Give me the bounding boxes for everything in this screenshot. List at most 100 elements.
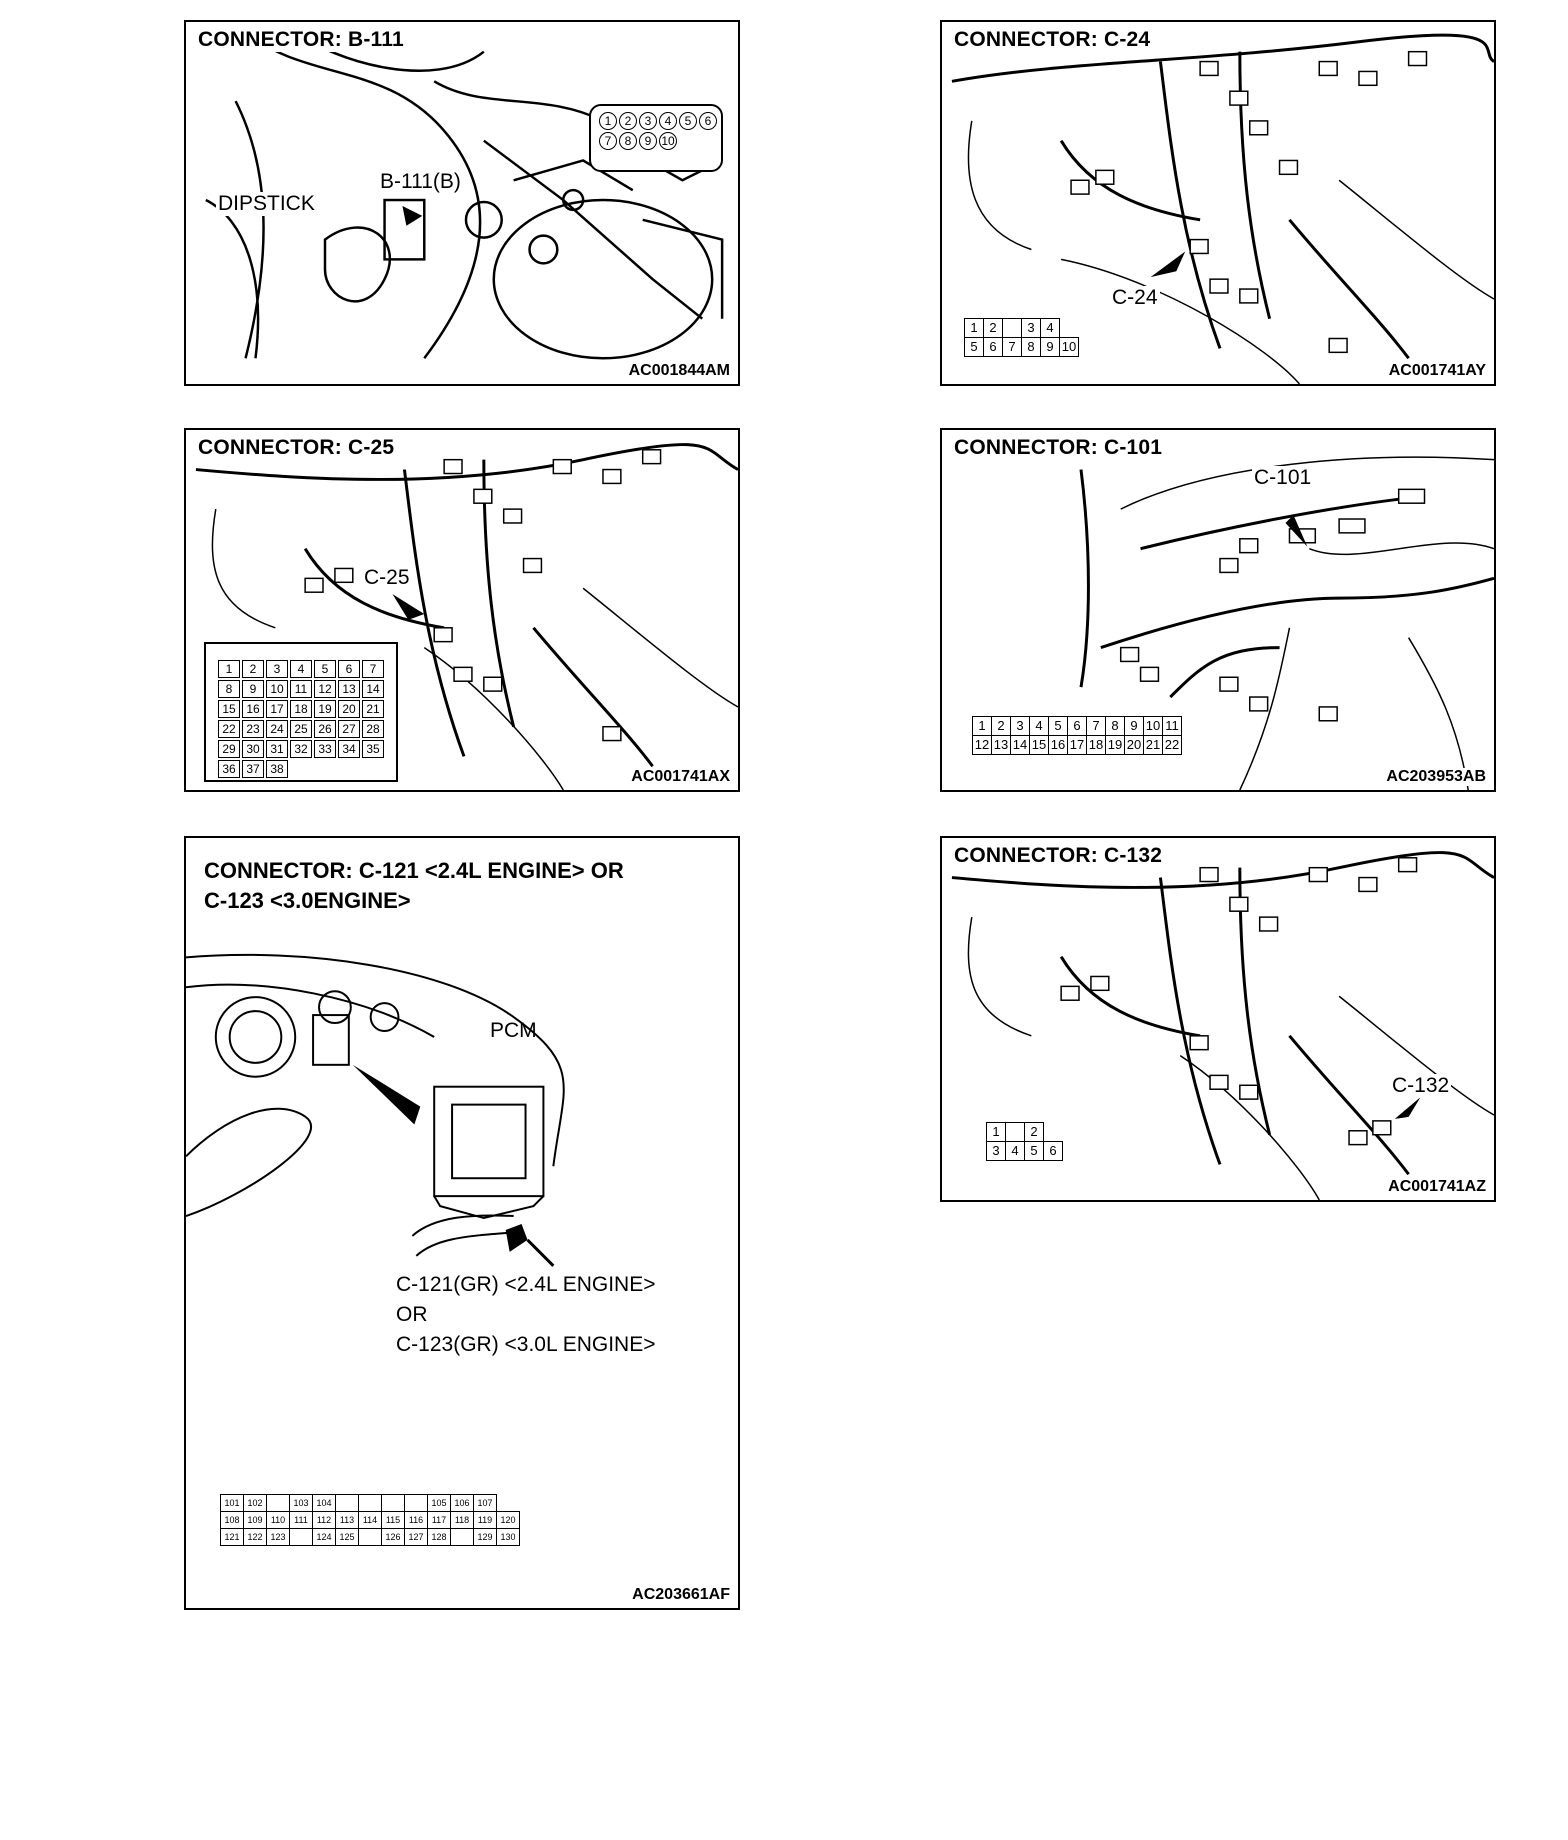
c101-connector-label: C-101 bbox=[1252, 466, 1314, 490]
c121-callout-line2: OR bbox=[396, 1303, 428, 1326]
c25-dashboard-harness-illustration bbox=[195, 443, 738, 790]
pin: 128 bbox=[427, 1528, 451, 1546]
pin: 16 bbox=[1048, 735, 1068, 755]
pin: 101 bbox=[220, 1494, 244, 1512]
pin: 12 bbox=[972, 735, 992, 755]
c24-figure-code: AC001741AY bbox=[1386, 362, 1488, 380]
pin: 124 bbox=[312, 1528, 336, 1546]
pin: 22 bbox=[218, 720, 240, 738]
pin: 19 bbox=[314, 700, 336, 718]
pin: 115 bbox=[381, 1511, 405, 1529]
pin: 15 bbox=[1029, 735, 1049, 755]
pin: 4 bbox=[1029, 716, 1049, 736]
pin: 10 bbox=[1059, 337, 1079, 357]
pin: 7 bbox=[1002, 337, 1022, 357]
pin: 106 bbox=[450, 1494, 474, 1512]
c24-title: CONNECTOR: C-24 bbox=[952, 28, 1153, 52]
pin bbox=[358, 1494, 382, 1512]
b111-connector-label: B-111(B) bbox=[378, 170, 463, 194]
c121-title-line1: CONNECTOR: C-121 <2.4L ENGINE> OR bbox=[204, 858, 624, 883]
pin: 35 bbox=[362, 740, 384, 758]
c132-dashboard-harness-illustration bbox=[951, 851, 1494, 1200]
pin: 22 bbox=[1162, 735, 1182, 755]
pin: 2 bbox=[983, 318, 1003, 338]
pin: 120 bbox=[496, 1511, 520, 1529]
c25-figure-code: AC001741AX bbox=[629, 768, 732, 786]
pin: 121 bbox=[220, 1528, 244, 1546]
pin: 107 bbox=[473, 1494, 497, 1512]
pin: 130 bbox=[496, 1528, 520, 1546]
c121-figure-code: AC203661AF bbox=[630, 1586, 732, 1604]
pin: 11 bbox=[290, 680, 312, 698]
pin: 9 bbox=[1040, 337, 1060, 357]
pin: 7 bbox=[599, 132, 617, 150]
pin bbox=[266, 1494, 290, 1512]
c121-callout: C-121(GR) <2.4L ENGINE> OR C-123(GR) <3.… bbox=[396, 1270, 656, 1360]
pin: 118 bbox=[450, 1511, 474, 1529]
pin bbox=[289, 1528, 313, 1546]
pin: 3 bbox=[639, 112, 657, 130]
pin bbox=[404, 1494, 428, 1512]
pin: 8 bbox=[218, 680, 240, 698]
c25-connector-label: C-25 bbox=[362, 566, 412, 590]
pin: 122 bbox=[243, 1528, 267, 1546]
pin: 18 bbox=[290, 700, 312, 718]
pin: 2 bbox=[991, 716, 1011, 736]
pin: 16 bbox=[242, 700, 264, 718]
pin: 8 bbox=[1105, 716, 1125, 736]
pin: 1 bbox=[599, 112, 617, 130]
pin: 4 bbox=[659, 112, 677, 130]
c132-title: CONNECTOR: C-132 bbox=[952, 844, 1165, 868]
pin: 13 bbox=[991, 735, 1011, 755]
pin: 1 bbox=[972, 716, 992, 736]
pin: 3 bbox=[1021, 318, 1041, 338]
pin: 5 bbox=[314, 660, 336, 678]
pin: 4 bbox=[1040, 318, 1060, 338]
b111-figure-code: AC001844AM bbox=[626, 362, 732, 380]
pin: 5 bbox=[679, 112, 697, 130]
pin: 1 bbox=[218, 660, 240, 678]
c25-title: CONNECTOR: C-25 bbox=[196, 436, 397, 460]
pin: 103 bbox=[289, 1494, 313, 1512]
pin: 38 bbox=[266, 760, 288, 778]
pin: 10 bbox=[266, 680, 288, 698]
c24-connector-label: C-24 bbox=[1110, 286, 1160, 310]
pin: 33 bbox=[314, 740, 336, 758]
pin: 14 bbox=[1010, 735, 1030, 755]
c121-callout-line3: C-123(GR) <3.0L ENGINE> bbox=[396, 1333, 656, 1356]
panel-connector-c121-c123: CONNECTOR: C-121 <2.4L ENGINE> OR C-123 … bbox=[184, 836, 740, 1610]
pin: 23 bbox=[242, 720, 264, 738]
pin bbox=[358, 1528, 382, 1546]
pin bbox=[381, 1494, 405, 1512]
pin: 5 bbox=[1048, 716, 1068, 736]
c132-figure-code: AC001741AZ bbox=[1386, 1178, 1488, 1196]
c101-figure-code: AC203953AB bbox=[1384, 768, 1488, 786]
pin: 108 bbox=[220, 1511, 244, 1529]
pin: 3 bbox=[1010, 716, 1030, 736]
pin: 2 bbox=[619, 112, 637, 130]
pin: 19 bbox=[1105, 735, 1125, 755]
pin: 21 bbox=[362, 700, 384, 718]
pin bbox=[1005, 1122, 1025, 1142]
pin: 117 bbox=[427, 1511, 451, 1529]
pin: 21 bbox=[1143, 735, 1163, 755]
pin: 116 bbox=[404, 1511, 428, 1529]
pin: 10 bbox=[659, 132, 677, 150]
c121-title-line2: C-123 <3.0ENGINE> bbox=[204, 888, 411, 913]
pin: 17 bbox=[1067, 735, 1087, 755]
pin: 6 bbox=[1043, 1141, 1063, 1161]
pin: 11 bbox=[1162, 716, 1182, 736]
pin: 2 bbox=[1024, 1122, 1044, 1142]
pin: 27 bbox=[338, 720, 360, 738]
